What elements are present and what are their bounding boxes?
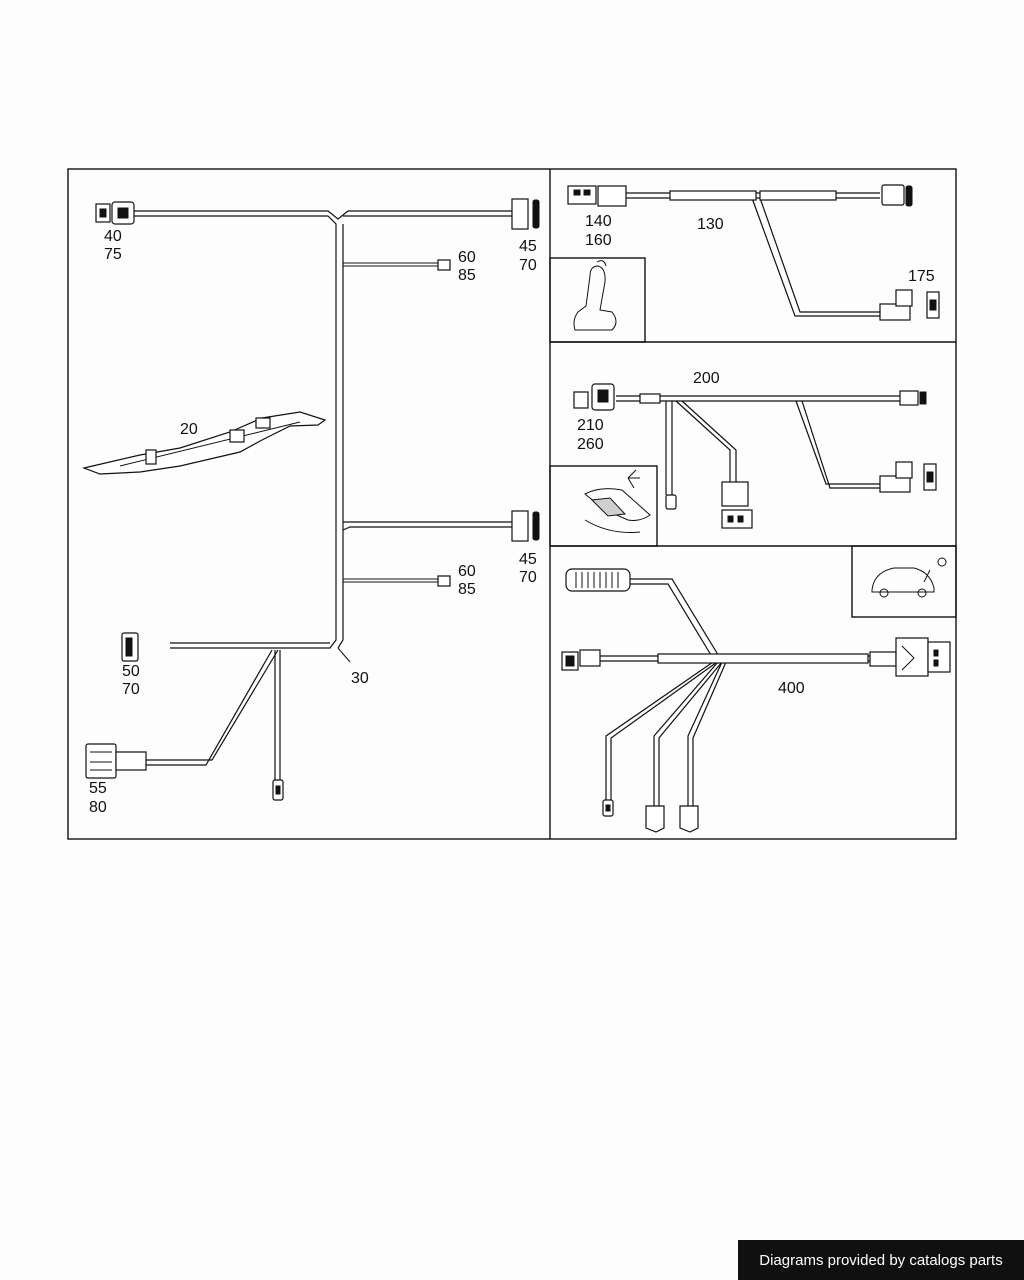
callout-70-lower: 70 [519,569,537,586]
callout-80: 80 [89,799,107,816]
callout-140: 140 [585,213,612,230]
connector-60-85-upper [437,259,451,271]
connector-55-80 [85,743,147,779]
callout-130: 130 [697,216,724,233]
callout-160: 160 [585,232,612,249]
connector-140-160 [567,185,627,207]
callout-200: 200 [693,370,720,387]
part-20-bracket [81,411,327,475]
callout-30: 30 [351,670,369,687]
module-200 [721,481,753,529]
connector-175 [879,289,940,321]
harness-130 [626,190,880,317]
diagram-frames [67,168,957,840]
connector-400-bar [565,568,631,592]
callout-40: 40 [104,228,122,245]
callout-175: 175 [908,268,935,285]
connector-45-70-upper [511,198,540,230]
callout-20: 20 [180,421,198,438]
connector-40-75 [95,201,135,225]
callout-85-upper: 85 [458,267,476,284]
connector-60-85-lower [437,575,451,587]
callout-70-mid: 70 [122,681,140,698]
harness-400 [600,578,870,806]
connector-210-260 [573,383,615,411]
connector-200-end [899,390,927,406]
callout-45-upper: 45 [519,238,537,255]
callout-55: 55 [89,780,107,797]
credit-banner[interactable]: Diagrams provided by catalogs parts [738,1240,1024,1280]
connector-400-left [561,649,601,671]
connector-50-70 [121,632,139,662]
plug-bottom-left [272,779,284,801]
plugs-400-bottom [602,799,699,833]
car-rear-icon [871,557,947,598]
connector-45-70-lower [511,510,540,542]
interior-light-icon [584,469,651,533]
seat-icon [573,260,617,331]
harness-30 [133,210,512,780]
connector-130-end [881,184,913,207]
callout-210: 210 [577,417,604,434]
harness-200 [616,393,900,495]
callout-400: 400 [778,680,805,697]
plug-200-down [665,494,677,510]
connector-400-right [869,637,951,677]
connector-200-right [879,461,937,493]
callout-75: 75 [104,246,122,263]
callout-50: 50 [122,663,140,680]
callout-45-lower: 45 [519,551,537,568]
callout-labels: 40 75 45 70 60 85 20 45 70 60 85 50 70 3… [89,213,935,816]
callout-70-upper: 70 [519,257,537,274]
callout-85-lower: 85 [458,581,476,598]
callout-60-upper: 60 [458,249,476,266]
callout-260: 260 [577,436,604,453]
callout-60-lower: 60 [458,563,476,580]
